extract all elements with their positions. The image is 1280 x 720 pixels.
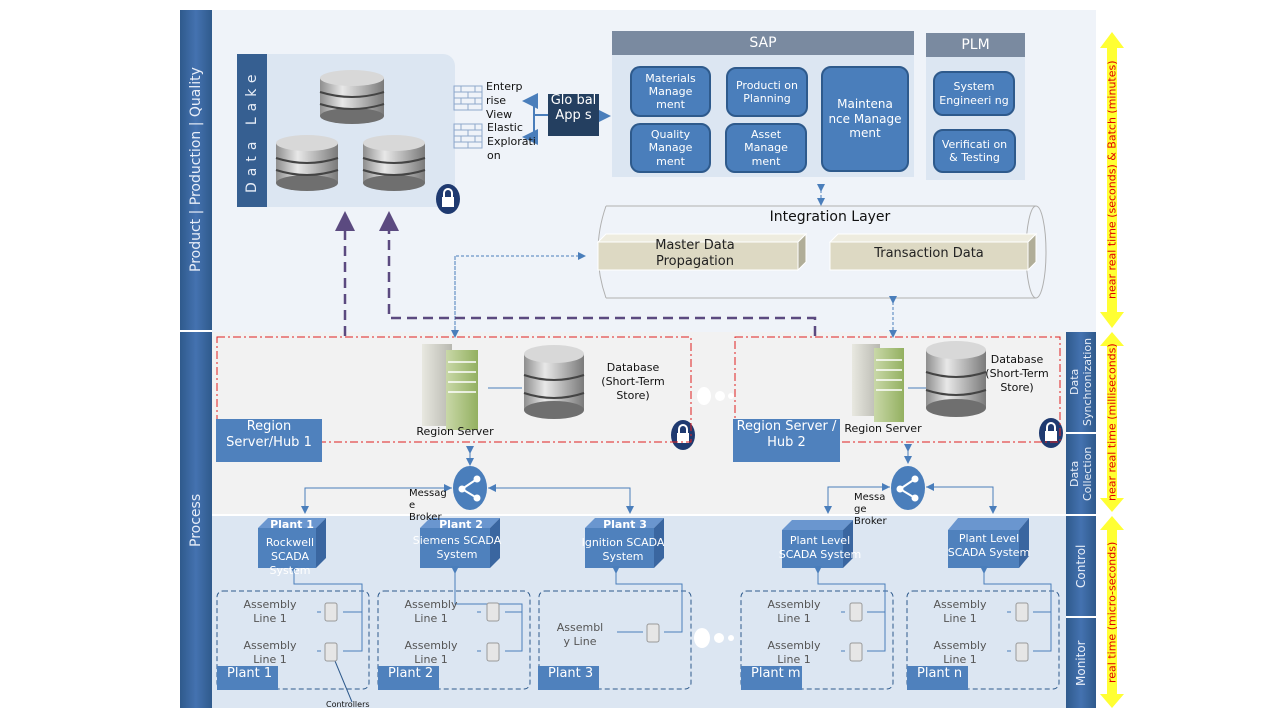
share-icon: [453, 466, 487, 510]
sap-module-asset: Asset Manage ment: [725, 123, 807, 173]
integration-layer-title: Integration Layer: [769, 209, 891, 225]
band-data-sync: Data Synchronization: [1066, 332, 1096, 432]
plm-module-verification: Verificati on & Testing: [933, 129, 1016, 173]
assembly-line: Assembly Line 1: [243, 598, 297, 625]
master-data-label: Master Data Propagation: [655, 238, 735, 270]
plm-module-system-engineering: System Engineeri ng: [933, 71, 1015, 116]
assembly-line: Assembly Line 1: [767, 639, 821, 666]
assembly-line: Assembly Line 1: [404, 598, 458, 625]
plant-3-scada: Ignition SCADA System: [581, 536, 665, 563]
scada-cube: [258, 518, 326, 568]
transaction-data-label: Transaction Data: [874, 246, 984, 261]
region-db-label-1: Database (Short-Term Store): [601, 361, 665, 402]
plant-n-scada: Plant Level SCADA System: [947, 532, 1031, 559]
band-monitor: Monitor: [1066, 618, 1096, 708]
plm-header: PLM: [926, 33, 1025, 57]
sap-module-production-planning: Producti on Planning: [726, 67, 808, 117]
plant-m-scada: Plant Level SCADA System: [778, 534, 862, 561]
region-server-label-1: Region Server: [416, 425, 494, 438]
assembly-line: Assembly Line 1: [243, 639, 297, 666]
assembly-line: Assembly Line 1: [767, 598, 821, 625]
timing-arrow-mid: [1100, 332, 1124, 512]
master-data-box-3d: [596, 232, 808, 272]
global-apps-box: Glo bal App s: [548, 93, 599, 136]
more-plants-dots: [694, 628, 734, 648]
plant-2-scada: Siemens SCADA System: [412, 534, 502, 561]
lock-icon: [1039, 418, 1063, 448]
region-db-label-2: Database (Short-Term Store): [985, 353, 1049, 394]
sap-module-materials: Materials Manage ment: [630, 66, 711, 117]
timing-label-top: near real time (seconds) & Batch (minute…: [1105, 60, 1119, 300]
assembly-line: Assembly Line 1: [404, 639, 458, 666]
controllers-label: Controllers: [326, 700, 370, 709]
database-icon: [925, 341, 987, 417]
controller-icon: [324, 602, 1029, 662]
sap-module-maintenance: Maintena nce Manage ment: [821, 66, 909, 172]
more-regions-dots: [697, 387, 734, 405]
band-control: Control: [1066, 516, 1096, 616]
plant-tag-2: Plant 2: [378, 666, 439, 690]
server-icon: [852, 344, 904, 422]
plant-1-scada: Rockwell SCADA System: [265, 536, 315, 577]
transaction-data-box-3d: [828, 232, 1038, 272]
message-broker-label-2: Messa ge Broker: [854, 492, 887, 527]
region-hub-2: Region Server / Hub 2: [733, 419, 840, 462]
plant-tag-n: Plant n: [907, 666, 968, 690]
scada-cube: [585, 518, 664, 568]
band-data-collection: Data Collection: [1066, 434, 1096, 514]
plant-tag-1: Plant 1: [217, 666, 278, 690]
timing-arrow-top: [1100, 32, 1124, 328]
message-broker-label-1: Messag e Broker: [409, 488, 447, 523]
database-icon: [523, 345, 585, 419]
sap-module-quality: Quality Manage ment: [630, 123, 711, 173]
enterprise-view-label: Enterp rise View: [486, 80, 523, 121]
database-icon: [319, 70, 385, 124]
firewall-icon: [453, 85, 483, 111]
plant-tag-m: Plant m: [741, 666, 802, 690]
share-icon: [891, 466, 925, 510]
timing-label-bottom: real time (micro-seconds): [1105, 541, 1119, 683]
firewall-icon: [453, 123, 483, 149]
plant-tag-3: Plant 3: [538, 666, 599, 690]
database-icon: [275, 135, 339, 191]
scada-cube: [782, 520, 853, 568]
plant-2-cube-title: Plant 2: [439, 518, 483, 531]
assembly-line: Assembly Line 1: [933, 639, 987, 666]
assembly-line: Assembly Line 1: [933, 598, 987, 625]
timing-label-mid: near real time (milliseconds): [1105, 343, 1119, 501]
assembly-line: Assembl y Line: [556, 621, 604, 648]
sap-header: SAP: [612, 31, 914, 55]
scada-cube: [420, 518, 500, 568]
plant-3-cube-title: Plant 3: [603, 518, 647, 531]
database-icon: [362, 135, 426, 191]
region-server-label-2: Region Server: [844, 422, 922, 435]
lock-icon: [436, 184, 460, 214]
elastic-exploration-label: Elastic Explorati on: [487, 121, 536, 162]
server-icon: [422, 344, 478, 430]
region-hub-1: Region Server/Hub 1: [216, 419, 322, 462]
plant-1-cube-title: Plant 1: [270, 518, 314, 531]
scada-cube: [948, 518, 1029, 568]
timing-arrow-bottom: [1100, 516, 1124, 708]
